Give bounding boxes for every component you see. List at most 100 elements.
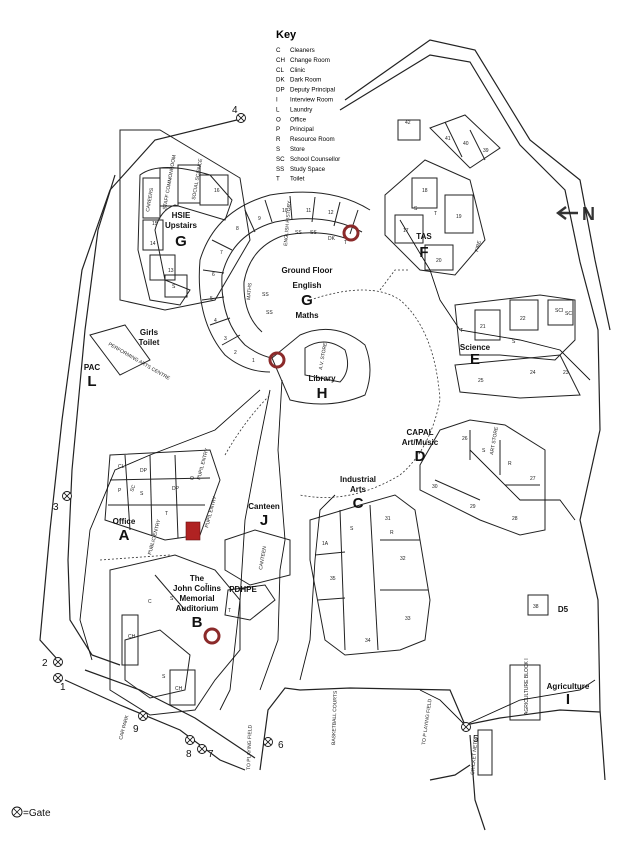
area-labels: HSIE Upstairs G Ground Floor English G M…: [84, 211, 590, 708]
svg-text:25: 25: [478, 378, 484, 384]
auditorium-label-2: John Collins: [173, 584, 222, 593]
key-code: L: [276, 106, 280, 113]
tas-letter: F: [419, 244, 428, 261]
svg-text:PERFORMING ARTS CENTRE: PERFORMING ARTS CENTRE: [107, 342, 171, 383]
svg-text:18: 18: [422, 188, 428, 194]
auditorium-label-3: Memorial: [179, 594, 214, 603]
key-label: Interview Room: [290, 97, 333, 104]
canteen-building: CANTEEN: [224, 529, 291, 621]
auditorium-letter: B: [192, 614, 203, 631]
svg-text:T: T: [434, 211, 437, 217]
svg-text:9: 9: [258, 216, 261, 222]
svg-text:AGRICULTURE BLOCK I: AGRICULTURE BLOCK I: [524, 658, 530, 715]
svg-text:P: P: [118, 488, 122, 494]
svg-text:2: 2: [234, 350, 237, 356]
svg-text:40: 40: [463, 141, 469, 147]
key-code: CH: [276, 57, 285, 64]
svg-text:23: 23: [563, 370, 569, 376]
key-label: Office: [290, 116, 307, 123]
agriculture-label: Agriculture: [547, 682, 590, 691]
capal-label-1: CAPAL: [407, 428, 434, 437]
north-label: N: [582, 204, 595, 224]
gate-number: 8: [186, 749, 192, 760]
svg-text:41: 41: [445, 136, 451, 142]
svg-text:S: S: [140, 491, 144, 497]
svg-text:SS: SS: [266, 310, 273, 316]
svg-text:10: 10: [282, 208, 288, 214]
gate-number: 6: [278, 740, 284, 751]
ground-floor-label: Ground Floor: [281, 266, 332, 275]
svg-text:22: 22: [520, 316, 526, 322]
key-label: Store: [290, 146, 305, 153]
gate-icon: 7: [197, 744, 214, 760]
svg-text:11: 11: [306, 208, 311, 214]
svg-text:SS: SS: [310, 230, 317, 236]
key-label: Clinic: [290, 67, 305, 74]
capal-building: 26 27 28 29 30 S R ART STORE: [419, 419, 546, 536]
to-playing-field-label: TO PLAYING FIELD: [246, 724, 254, 770]
svg-text:5: 5: [210, 296, 213, 302]
ring-marker: [342, 224, 360, 242]
svg-text:7: 7: [220, 250, 223, 256]
svg-text:CANTEEN: CANTEEN: [258, 545, 268, 570]
key-code: T: [276, 176, 280, 183]
dotted-paths: [99, 269, 441, 561]
office-letter: A: [119, 527, 130, 544]
key-label: Deputy Principal: [290, 87, 335, 94]
svg-text:8: 8: [236, 226, 239, 232]
canteen-letter: J: [260, 512, 268, 529]
svg-text:CAREERS: CAREERS: [145, 187, 155, 213]
tas-label: TAS: [416, 232, 432, 241]
cricket-nets: CRICKET NETS: [470, 729, 493, 776]
girls-toilet-label-2: Toilet: [139, 338, 160, 347]
science-building: 21 22 SCI 25 24 23 T S: [454, 294, 581, 399]
svg-text:SS: SS: [262, 292, 269, 298]
gate-number: 3: [53, 502, 59, 513]
key-code: DP: [276, 87, 285, 94]
girls-toilet-label-1: Girls: [140, 328, 159, 337]
gate-icon: 5: [461, 722, 479, 745]
key-code: S: [276, 146, 280, 153]
industrial-letter: C: [353, 495, 364, 512]
svg-text:19: 19: [456, 214, 462, 220]
svg-text:PUPIL ENTRY: PUPIL ENTRY: [196, 447, 210, 481]
svg-text:DP: DP: [172, 486, 180, 492]
svg-text:6: 6: [212, 272, 215, 278]
tas-building: 42 41 40 39 18 19 17 20 S T: [384, 114, 501, 276]
svg-text:R: R: [390, 530, 394, 536]
svg-text:1A: 1A: [322, 541, 329, 547]
ground-letter: G: [301, 292, 313, 309]
site-boundary: [39, 39, 611, 831]
auditorium-label-1: The: [190, 574, 205, 583]
svg-text:S: S: [162, 674, 166, 680]
key-label: Study Space: [290, 166, 326, 173]
key-label: School Counsellor: [290, 156, 340, 163]
svg-text:16: 16: [214, 188, 220, 194]
auditorium-building: C S CH CH S T T: [109, 554, 241, 716]
svg-text:CH: CH: [128, 634, 136, 640]
svg-text:DP: DP: [140, 468, 148, 474]
hsie-label-1: HSIE: [172, 211, 191, 220]
fire-label: FIRE: [474, 239, 483, 252]
svg-text:T: T: [165, 511, 168, 517]
library-letter: H: [317, 385, 328, 402]
svg-text:T: T: [228, 608, 231, 614]
svg-text:31: 31: [385, 516, 391, 522]
pdhpe-label: PDHPE: [229, 585, 257, 594]
gate-number: 1: [60, 682, 66, 693]
car-park-label: CAR PARK: [118, 714, 130, 741]
svg-text:ART STORE: ART STORE: [489, 426, 500, 456]
canteen-label: Canteen: [248, 502, 280, 511]
hsie-building: 16 15 14 13 S CAREERS STAFF COMMONROOM S…: [119, 129, 251, 311]
key-label: Change Room: [290, 57, 330, 64]
svg-text:39: 39: [483, 148, 489, 154]
svg-text:DK: DK: [328, 236, 336, 242]
key-code: O: [276, 116, 281, 123]
svg-text:1: 1: [252, 358, 255, 364]
pac-letter: L: [87, 373, 96, 390]
svg-text:S: S: [414, 206, 418, 212]
industrial-arts-building: 31 32 33 34 35 1A R S: [309, 494, 431, 656]
svg-text:R: R: [508, 461, 512, 467]
library-label: Library: [308, 374, 336, 383]
